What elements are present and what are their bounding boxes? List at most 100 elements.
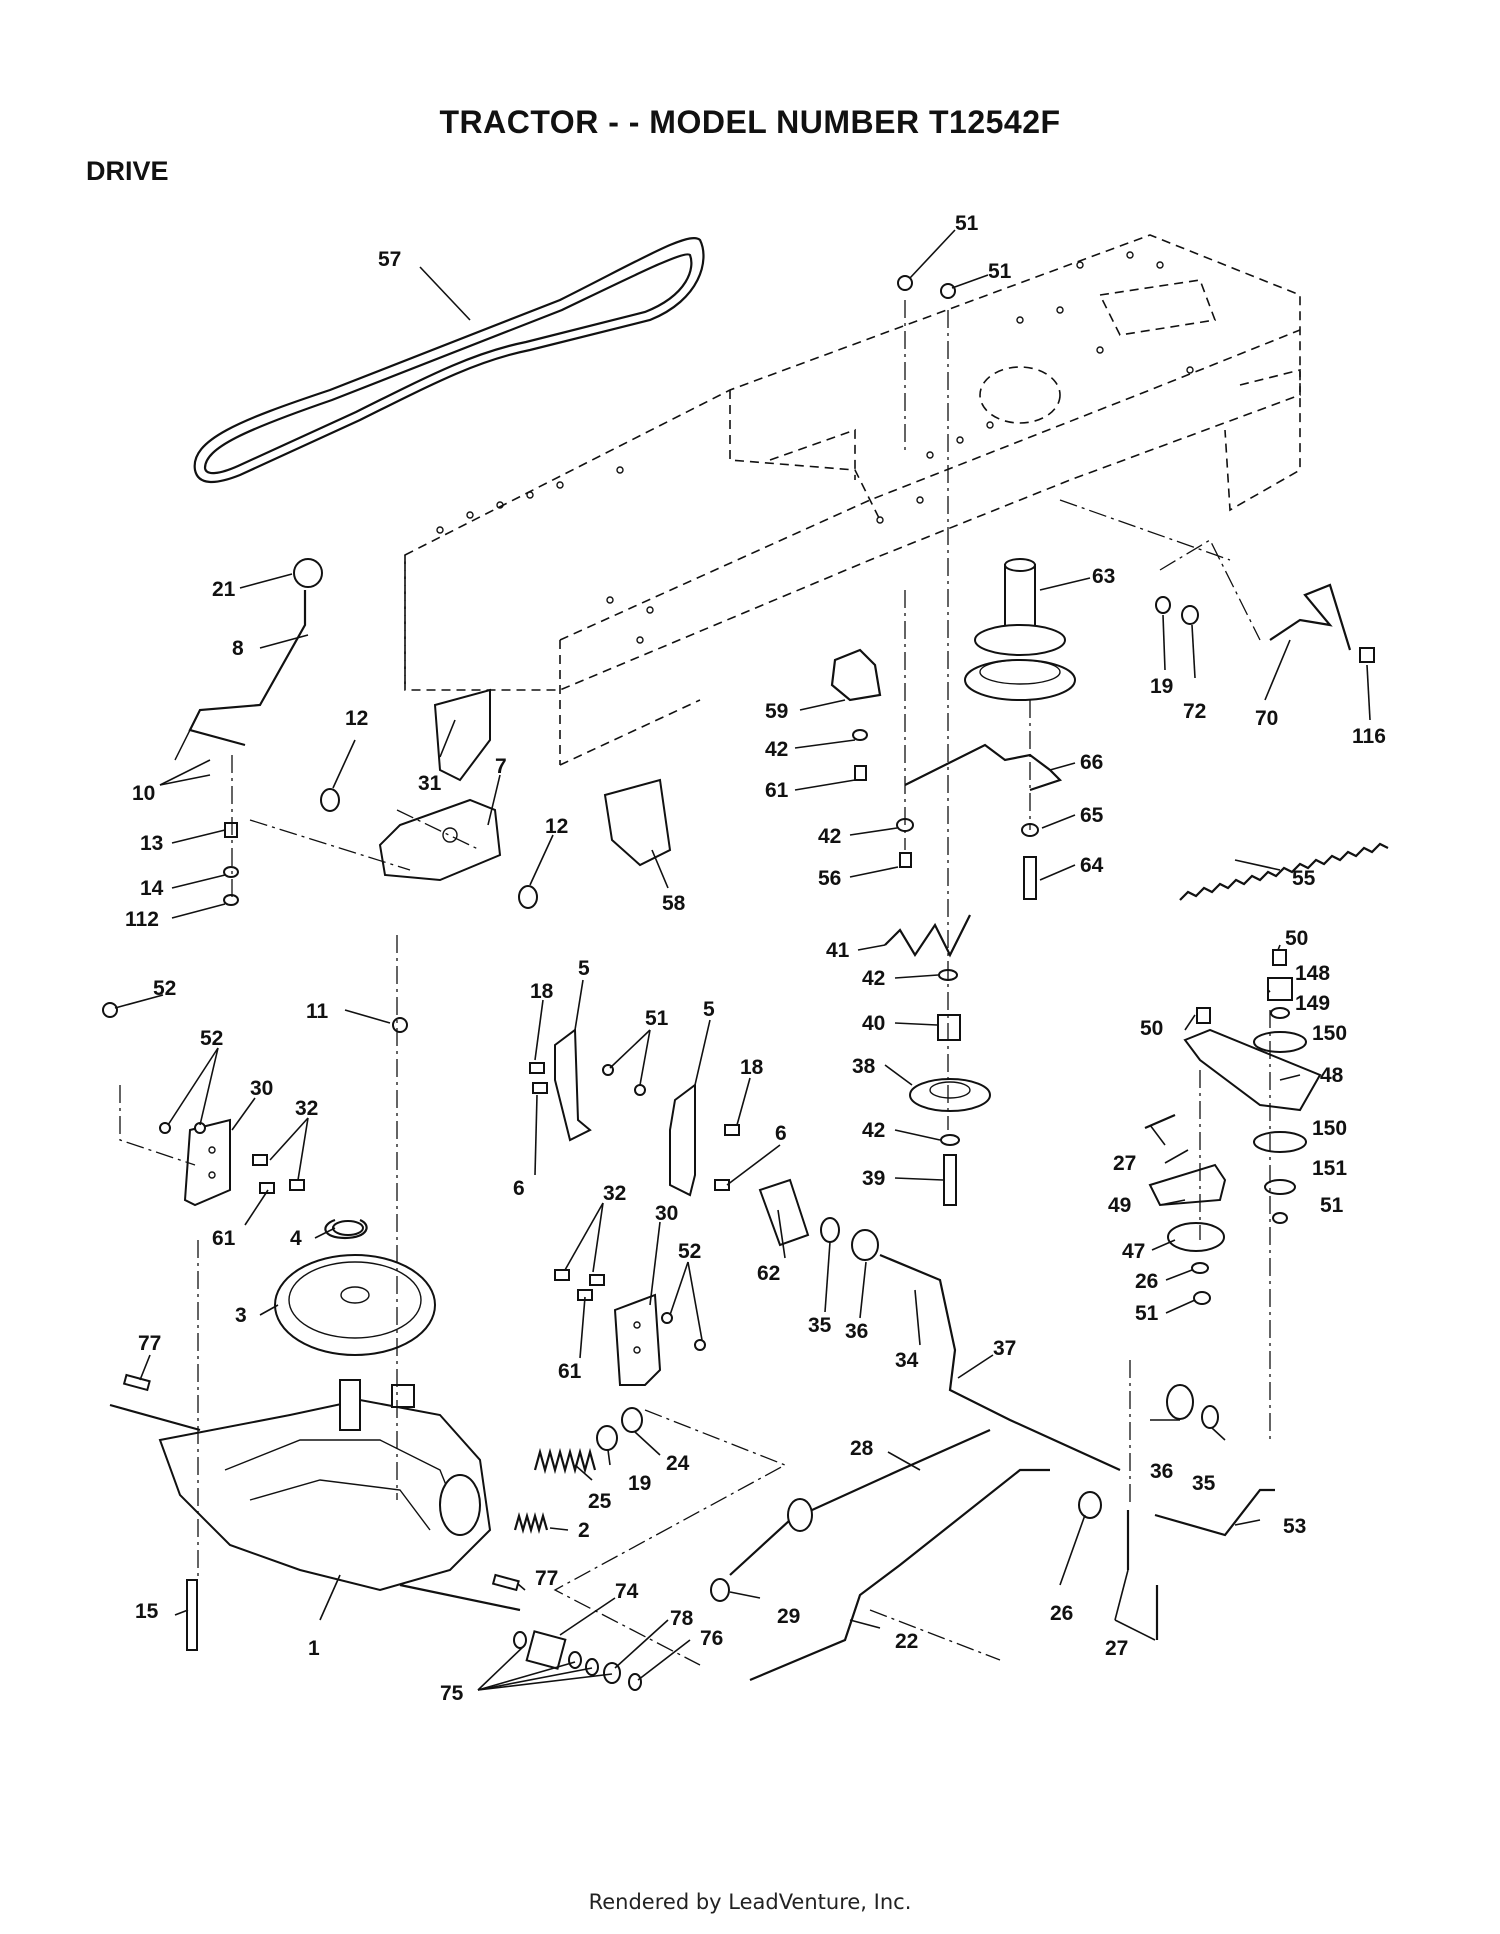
small-fasteners (102, 275, 956, 1351)
washer (1181, 605, 1199, 625)
guard-plate (433, 688, 491, 782)
rod-grommet (787, 1498, 813, 1532)
callout-37: 37 (993, 1337, 1016, 1360)
callout-3: 3 (235, 1304, 247, 1327)
callout-28: 28 (850, 1437, 874, 1460)
callout-42: 42 (862, 967, 885, 990)
washer (851, 1229, 879, 1261)
guide-bracket (1148, 1163, 1227, 1207)
callout-27: 27 (1113, 1152, 1136, 1175)
callout-15: 15 (135, 1600, 159, 1623)
callout-35: 35 (808, 1314, 832, 1337)
callout-19: 19 (628, 1472, 651, 1495)
callout-65: 65 (1080, 804, 1104, 827)
callout-149: 149 (1295, 992, 1330, 1015)
bushing (710, 1578, 730, 1602)
callout-29: 29 (777, 1605, 800, 1628)
callout-14: 14 (140, 877, 164, 900)
mount-bracket (554, 1028, 592, 1142)
compression-spring (533, 1447, 597, 1475)
idler-pulley-stack (909, 969, 991, 1206)
callout-112: 112 (125, 908, 159, 931)
mount-plate-right (613, 1293, 662, 1386)
callout-8: 8 (232, 637, 244, 660)
idler-bracket (1183, 1028, 1322, 1112)
callout-21: 21 (212, 578, 236, 601)
callout-77: 77 (535, 1567, 558, 1590)
callout-41: 41 (826, 939, 850, 962)
callout-55: 55 (1292, 867, 1316, 890)
callout-56: 56 (818, 867, 841, 890)
callout-1: 1 (308, 1637, 320, 1660)
assembly-centerlines (119, 300, 1271, 1666)
spacer (596, 1425, 618, 1451)
callout-51: 51 (955, 212, 979, 235)
callout-61: 61 (765, 779, 789, 802)
callout-51: 51 (1320, 1194, 1344, 1217)
frame-holes (436, 251, 1194, 644)
callout-42: 42 (765, 738, 788, 761)
callout-36: 36 (845, 1320, 868, 1343)
callout-42: 42 (862, 1119, 885, 1142)
callout-2: 2 (578, 1519, 590, 1542)
hardware-column (852, 729, 1039, 900)
callout-26: 26 (1050, 1602, 1073, 1625)
mount-bracket (669, 1083, 696, 1197)
callout-50: 50 (1140, 1017, 1163, 1040)
control-rod (729, 1428, 991, 1576)
callout-76: 76 (700, 1627, 723, 1650)
callout-10: 10 (132, 782, 155, 805)
cotter-pin (1144, 1113, 1176, 1130)
bolt (186, 1579, 198, 1651)
callout-72: 72 (1183, 700, 1206, 723)
callout-38: 38 (852, 1055, 876, 1078)
spacer (621, 1407, 643, 1433)
callout-18: 18 (740, 1056, 764, 1079)
washer (1201, 1405, 1219, 1429)
callout-5: 5 (703, 998, 715, 1021)
wire-clip (884, 914, 971, 958)
callout-25: 25 (588, 1490, 612, 1513)
key (122, 1373, 151, 1392)
callout-30: 30 (655, 1202, 678, 1225)
callout-64: 64 (1080, 854, 1104, 877)
tractor-frame-outline (404, 234, 1301, 766)
extension-spring (1179, 842, 1389, 901)
washer (518, 885, 538, 909)
bolt-stack (223, 822, 239, 906)
callout-32: 32 (603, 1182, 626, 1205)
callout-51: 51 (645, 1007, 669, 1030)
brake-rod (749, 1468, 1050, 1682)
nut (1155, 596, 1171, 614)
callout-35: 35 (1192, 1472, 1216, 1495)
page-title: TRACTOR - - MODEL NUMBER T12542F (439, 104, 1061, 140)
bushing (758, 1178, 810, 1247)
clip (830, 648, 882, 702)
callout-57: 57 (378, 248, 401, 271)
callout-27: 27 (1105, 1637, 1128, 1660)
engine-pulley (964, 558, 1076, 701)
washer (820, 1217, 840, 1243)
rod-end (1154, 1488, 1275, 1537)
key (491, 1573, 520, 1592)
callout-4: 4 (290, 1227, 302, 1250)
callout-26: 26 (1135, 1270, 1158, 1293)
callout-58: 58 (662, 892, 686, 915)
callout-63: 63 (1092, 565, 1115, 588)
callout-labels: 57 51 51 63 21 8 10 12 31 7 12 13 14 112… (125, 212, 1386, 1705)
callout-12: 12 (345, 707, 368, 730)
callout-12: 12 (545, 815, 568, 838)
callout-75: 75 (440, 1682, 464, 1705)
callout-50: 50 (1285, 927, 1308, 950)
footer-credit: Rendered by LeadVenture, Inc. (588, 1890, 912, 1914)
callout-151: 151 (1312, 1157, 1347, 1180)
callout-61: 61 (212, 1227, 236, 1250)
cross-shaft (879, 1253, 1121, 1472)
callout-31: 31 (418, 772, 442, 795)
callout-150: 150 (1312, 1022, 1347, 1045)
callout-61: 61 (558, 1360, 582, 1383)
rod-clip (1269, 583, 1352, 651)
idler-stack-right (1167, 949, 1307, 1305)
callout-49: 49 (1108, 1194, 1131, 1217)
callout-7: 7 (495, 755, 507, 778)
